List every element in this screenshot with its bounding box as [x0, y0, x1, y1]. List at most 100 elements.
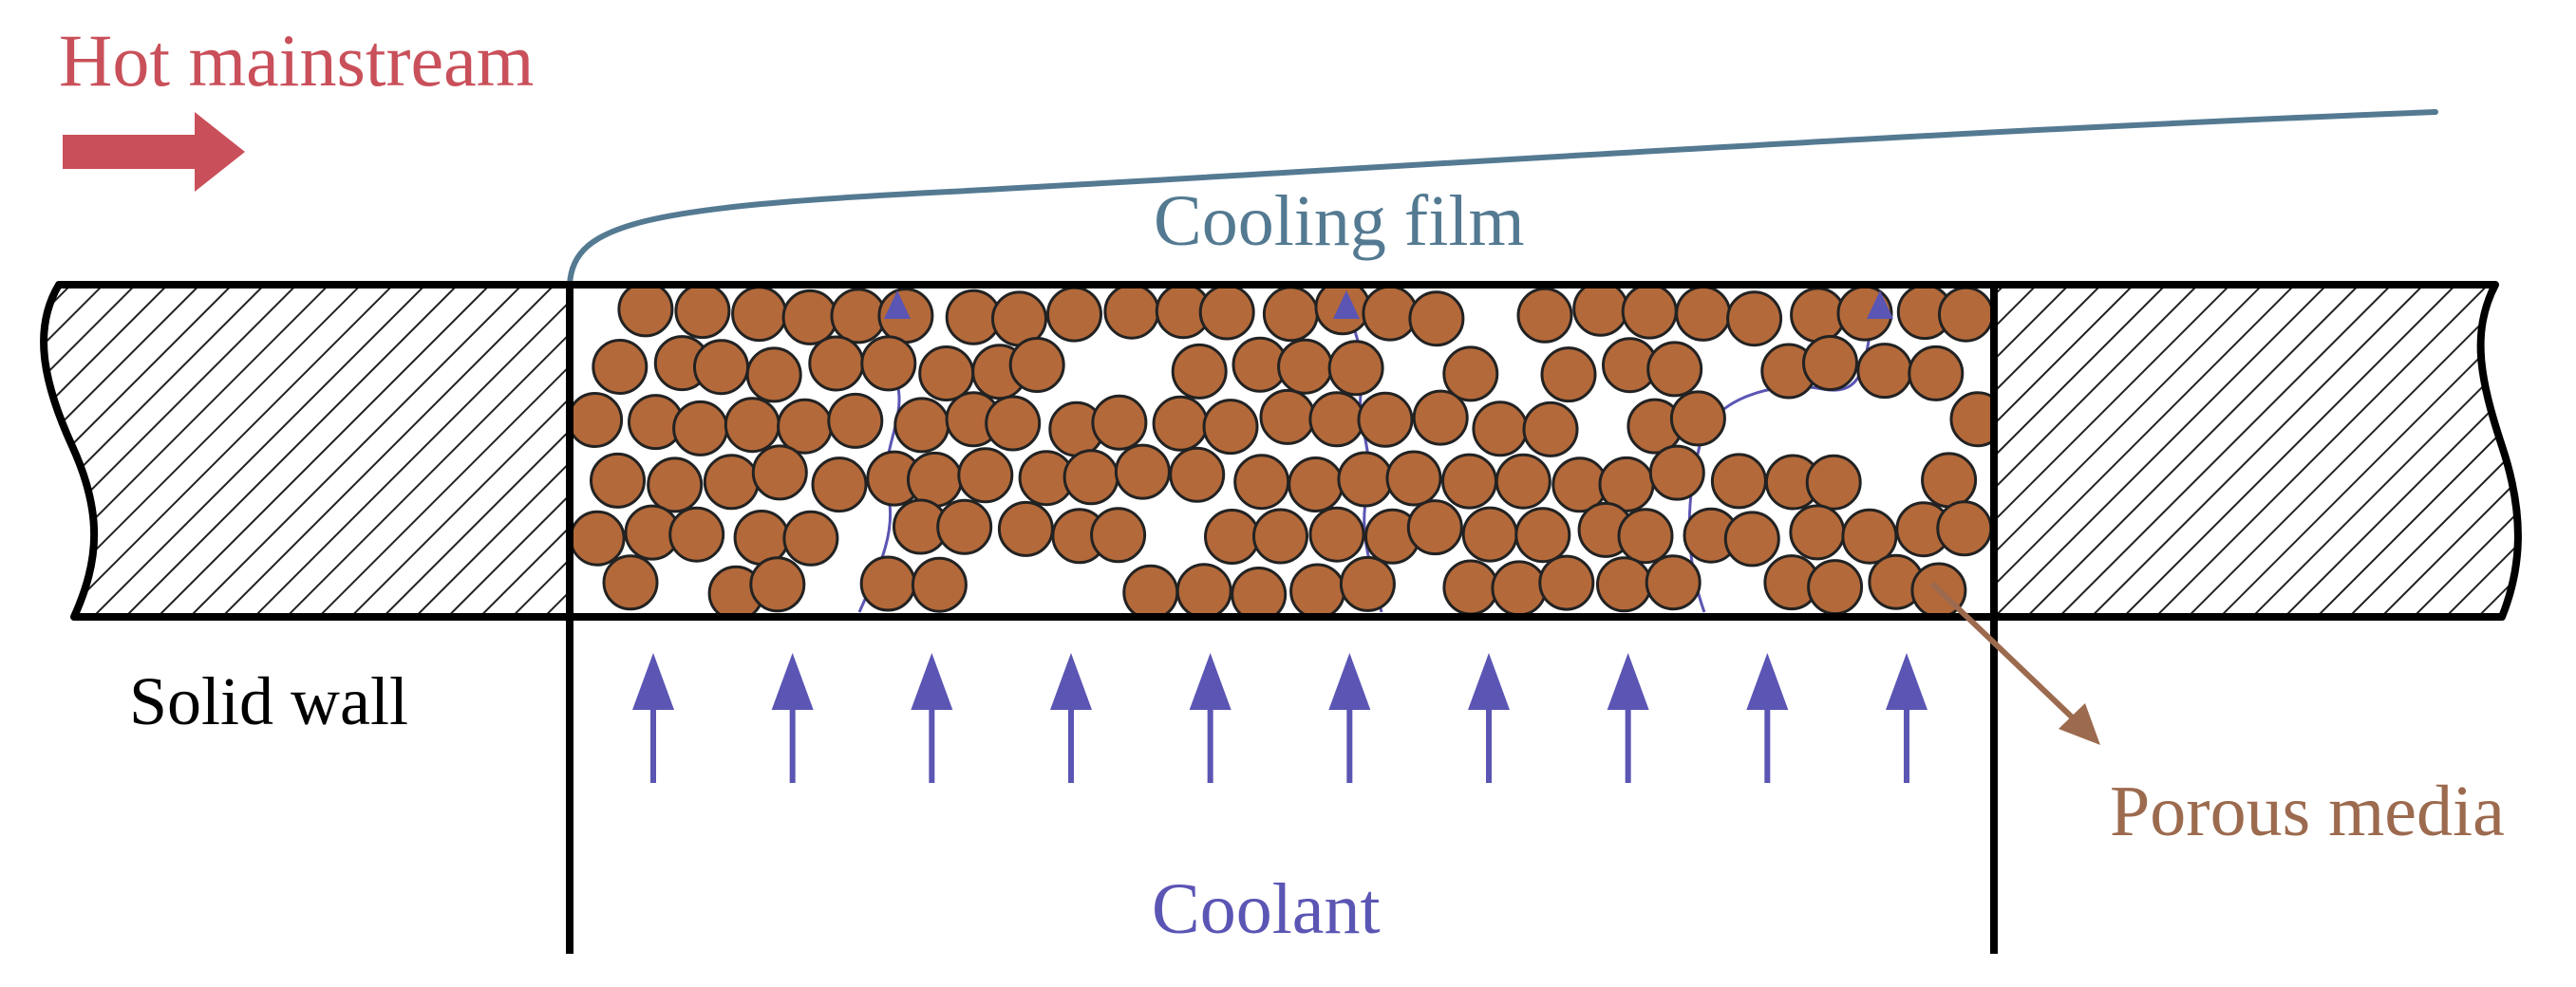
porous-particle [674, 285, 731, 340]
porous-particle [1710, 453, 1767, 510]
porous-particle [1461, 506, 1518, 563]
porous-particle [808, 335, 865, 392]
porous-particle [1617, 508, 1674, 565]
porous-particle [1198, 285, 1255, 341]
porous-particle [1540, 346, 1597, 403]
porous-particle [1921, 452, 1978, 509]
arrow-up-icon [911, 653, 953, 783]
porous-particle [1327, 340, 1384, 397]
porous-particle [782, 510, 839, 567]
arrow-up-icon [1468, 653, 1510, 783]
porous-particle [1171, 343, 1228, 400]
porous-particle [1441, 453, 1497, 510]
porous-particle [1091, 394, 1148, 451]
flow-arrowhead [1333, 290, 1360, 319]
porous-particle [1308, 506, 1365, 563]
arrow-up-icon [1328, 653, 1371, 783]
porous-particle [830, 288, 887, 345]
porous-particle [1262, 286, 1319, 343]
arrow-down-right-icon [1929, 581, 2100, 745]
porous-particle [1408, 290, 1465, 347]
porous-particle [1669, 390, 1726, 447]
porous-particle [1726, 290, 1783, 347]
porous-particle [668, 506, 725, 563]
arrow-up-icon [1746, 653, 1789, 783]
cooling-film-curve [567, 109, 2438, 288]
porous-particles [570, 285, 1994, 617]
porous-media-label: Porous media [2110, 772, 2505, 851]
coolant-label: Coolant [1152, 869, 1381, 949]
flow-arrowhead [1867, 290, 1893, 319]
porous-particle [1337, 451, 1394, 508]
porous-particle [1252, 508, 1308, 565]
porous-particle [1288, 456, 1344, 512]
porous-particle [957, 447, 1014, 504]
porous-particle [936, 498, 993, 555]
porous-particle [1805, 454, 1862, 511]
porous-particle [672, 400, 729, 456]
porous-particle [1856, 343, 1913, 400]
porous-section-outline [566, 281, 1998, 621]
porous-particle [647, 456, 704, 513]
porous-particle [1646, 341, 1703, 398]
porous-particle [827, 392, 884, 449]
porous-particle [1152, 395, 1209, 452]
porous-particle [1522, 400, 1579, 457]
arrow-up-icon [1189, 653, 1232, 783]
porous-particle [1385, 450, 1442, 507]
porous-particle [1538, 554, 1595, 611]
porous-particle [1949, 391, 1994, 448]
porous-particle [1938, 286, 1994, 343]
porous-particle [590, 452, 646, 509]
arrow-up-icon [632, 653, 674, 783]
porous-particle [859, 555, 916, 612]
porous-particle [1936, 500, 1993, 557]
porous-particle [570, 392, 624, 448]
porous-particle [1675, 285, 1732, 342]
porous-particle [617, 285, 674, 338]
porous-particle [1723, 511, 1780, 568]
porous-particle [997, 500, 1054, 557]
arrow-up-icon [1607, 653, 1649, 783]
porous-particle [1202, 399, 1259, 456]
porous-particle [860, 335, 917, 392]
porous-particle [1648, 444, 1705, 501]
porous-particle [1062, 449, 1119, 506]
porous-particle [1289, 563, 1346, 617]
porous-particle [1516, 287, 1573, 344]
porous-particle [1442, 345, 1499, 402]
solid-wall-left [40, 281, 573, 621]
porous-particle [1357, 391, 1414, 448]
porous-particle [918, 345, 975, 401]
porous-particle [1789, 504, 1846, 561]
porous-particle [1339, 555, 1396, 612]
porous-particle [693, 339, 749, 396]
hot-mainstream-label: Hot mainstream [59, 19, 534, 102]
porous-particle [1807, 559, 1864, 616]
porous-particle [1204, 509, 1260, 565]
flow-arrowhead [884, 290, 911, 319]
porous-particle [1046, 286, 1102, 343]
porous-particle [1175, 563, 1232, 617]
porous-particle [1472, 400, 1529, 457]
porous-particle [1308, 391, 1365, 448]
coolant-arrows [632, 653, 1927, 783]
porous-particle [1908, 345, 1965, 401]
porous-particle [1645, 554, 1702, 611]
porous-particle [1596, 556, 1652, 613]
porous-particle [703, 454, 760, 511]
solid-wall-label: Solid wall [129, 663, 408, 739]
porous-particle [1514, 507, 1571, 564]
porous-particle [985, 395, 1042, 452]
porous-particle [1572, 285, 1629, 337]
porous-particle [1090, 507, 1147, 564]
porous-particle [1233, 454, 1290, 511]
porous-particle [745, 346, 802, 403]
porous-particle [1103, 285, 1160, 340]
porous-particle [1122, 564, 1179, 617]
porous-particle [724, 397, 780, 454]
porous-particle [733, 510, 790, 566]
porous-particle [731, 286, 788, 343]
porous-particle [1362, 285, 1419, 342]
